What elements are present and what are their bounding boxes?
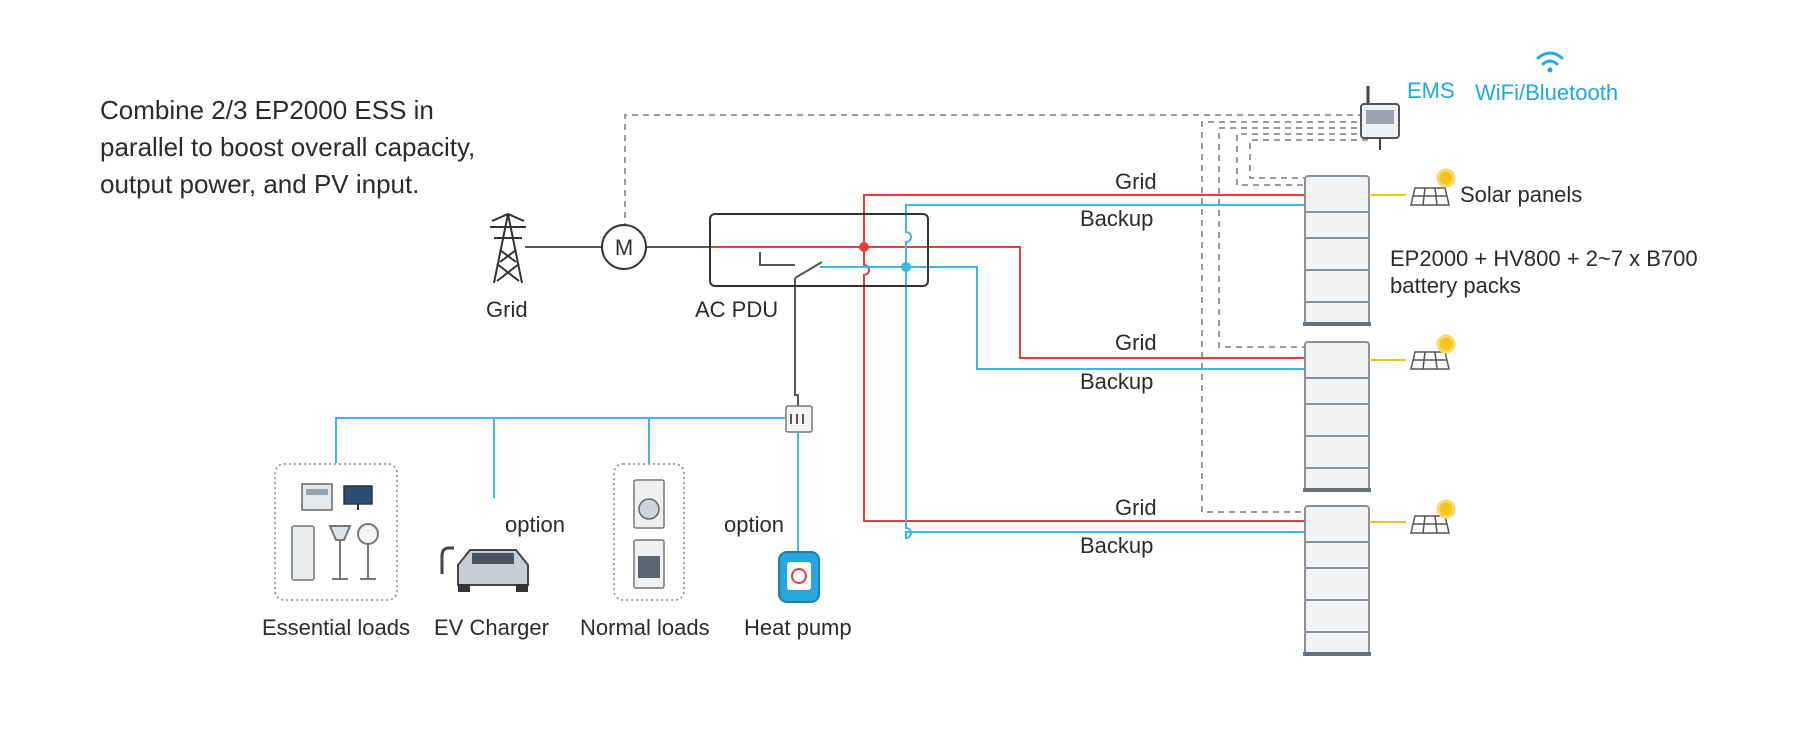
link-3-grid-label: Grid xyxy=(1115,495,1157,520)
washing-machine-icon xyxy=(633,479,665,529)
meter-symbol: M xyxy=(615,235,633,260)
intro-line-3: output power, and PV input. xyxy=(100,169,420,199)
wire-switch-blade xyxy=(794,261,823,279)
link-2-grid-label: Grid xyxy=(1115,330,1157,355)
grid-junction-dot xyxy=(859,242,869,252)
breaker-box-icon xyxy=(785,405,813,433)
heat-pump-icon xyxy=(778,551,820,603)
comm-lines xyxy=(624,114,1368,513)
floor-lamp-icon xyxy=(328,525,352,580)
sun-icon-2 xyxy=(1436,334,1456,354)
stack-label-line-2: battery packs xyxy=(1390,273,1521,298)
link-1-backup-label: Backup xyxy=(1080,206,1154,231)
comm-line-meter xyxy=(624,114,1368,229)
ems-device-icon xyxy=(1360,86,1400,150)
intro-line-2: parallel to boost overall capacity, xyxy=(100,132,476,162)
intro-line-1: Combine 2/3 EP2000 ESS in xyxy=(100,95,434,125)
solar-panel-icon-2 xyxy=(1410,351,1450,370)
grid-source-label: Grid xyxy=(486,297,528,322)
solar-panel-icon-3 xyxy=(1410,515,1450,534)
intro-text: Combine 2/3 EP2000 ESS in parallel to bo… xyxy=(100,92,520,203)
neutral-wires xyxy=(525,246,823,406)
solar-links xyxy=(1369,194,1406,523)
ev-charger-icon xyxy=(440,546,454,574)
comm-line-stack-2 xyxy=(1218,127,1368,348)
wire-switch-to-breaker xyxy=(794,278,799,406)
backup-wire-stack-2 xyxy=(906,266,1310,370)
refrigerator-icon xyxy=(291,525,315,581)
battery-stack-3 xyxy=(1303,505,1371,656)
grid-wire-stack-1 xyxy=(863,194,1310,247)
battery-stack-1 xyxy=(1303,175,1371,326)
sun-icon-3 xyxy=(1436,499,1456,519)
solar-panels-label: Solar panels xyxy=(1460,182,1583,207)
ev-charger-label: EV Charger xyxy=(434,615,549,640)
fan-icon xyxy=(357,523,379,580)
backup-wires xyxy=(335,204,1310,552)
ac-pdu-label: AC PDU xyxy=(695,297,779,322)
wifi-icon xyxy=(1536,51,1564,73)
normal-loads-label: Normal loads xyxy=(580,615,710,640)
grid-wire-stack-3 xyxy=(863,247,1310,522)
ev-option-label: option xyxy=(505,512,565,537)
meter-icon: M xyxy=(601,224,647,270)
wire-pdu-switch xyxy=(759,252,795,266)
comm-line-stack-1-outer xyxy=(1236,133,1368,186)
monitor-icon xyxy=(343,485,373,510)
backup-wire-stack-1 xyxy=(905,204,1310,267)
transmission-tower-icon xyxy=(490,212,526,284)
essential-loads-box xyxy=(274,463,398,601)
backup-load-bus xyxy=(335,417,785,463)
grid-wire-stack-2 xyxy=(864,246,1310,359)
normal-loads-box xyxy=(613,463,685,601)
ems-label: EMS xyxy=(1407,78,1455,103)
heat-pump-option-label: option xyxy=(724,512,784,537)
wifi-bluetooth-label: WiFi/Bluetooth xyxy=(1475,80,1619,105)
solar-panel-icon-1 xyxy=(1410,187,1450,206)
backup-junction-dot xyxy=(901,262,911,272)
heat-pump-label: Heat pump xyxy=(744,615,852,640)
essential-loads-label: Essential loads xyxy=(262,615,410,640)
comm-line-stack-3 xyxy=(1201,121,1368,513)
inverter-device-icon xyxy=(301,483,333,511)
oven-icon xyxy=(633,539,665,589)
battery-stack-2 xyxy=(1303,341,1371,492)
link-2-backup-label: Backup xyxy=(1080,369,1154,394)
ac-pdu-box xyxy=(709,213,929,287)
stack-label-line-1: EP2000 + HV800 + 2~7 x B700 xyxy=(1390,246,1698,271)
backup-wire-stack-3 xyxy=(905,267,1310,540)
car-icon xyxy=(457,549,529,592)
link-3-backup-label: Backup xyxy=(1080,533,1154,558)
sun-icon-1 xyxy=(1436,168,1456,188)
link-1-grid-label: Grid xyxy=(1115,169,1157,194)
comm-line-stack-1-inner xyxy=(1249,139,1368,179)
grid-wires xyxy=(710,194,1310,522)
